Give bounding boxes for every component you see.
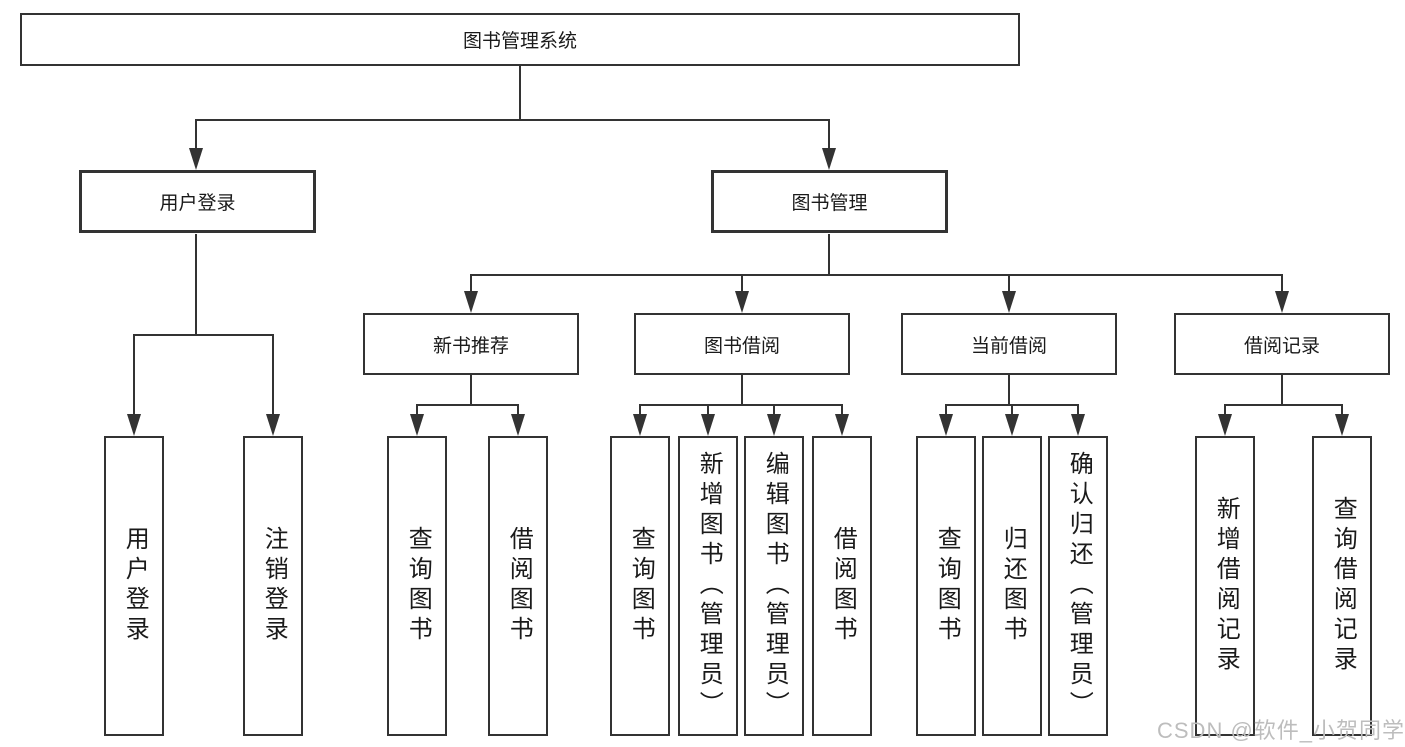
node-user-login: 用户登录	[79, 170, 316, 233]
leaf-borrow-books: 借阅图书	[812, 436, 872, 736]
leaf-user-login: 用户登录	[104, 436, 164, 736]
node-book-management: 图书管理	[711, 170, 948, 233]
leaf-label: 借阅图书	[505, 526, 533, 646]
node-label: 当前借阅	[970, 335, 1047, 357]
node-label: 图书管理	[791, 193, 868, 214]
arrowhead	[835, 414, 849, 436]
node-label: 新书推荐	[432, 335, 509, 357]
arrowhead	[1218, 414, 1232, 436]
leaf-label: 查询借阅记录	[1329, 496, 1357, 676]
arrowhead	[1005, 414, 1019, 436]
arrowhead	[1335, 414, 1349, 436]
arrowhead	[822, 148, 836, 170]
leaf-label: 新增图书（管理员）	[695, 451, 723, 721]
leaf-borrow-books-recommend: 借阅图书	[488, 436, 548, 736]
leaf-edit-book-admin: 编辑图书（管理员）	[744, 436, 804, 736]
leaf-logout: 注销登录	[243, 436, 303, 736]
leaf-label: 查询图书	[627, 526, 655, 646]
node-label: 图书管理系统	[462, 31, 577, 52]
node-label: 图书借阅	[703, 335, 780, 357]
leaf-label: 用户登录	[121, 526, 149, 646]
leaf-label: 查询图书	[933, 526, 961, 646]
arrowhead	[767, 414, 781, 436]
leaf-label: 注销登录	[260, 526, 288, 646]
leaf-label: 编辑图书（管理员）	[761, 451, 789, 721]
arrowhead	[1071, 414, 1085, 436]
connector-path	[133, 66, 1343, 416]
arrowhead	[464, 291, 478, 313]
node-library-system: 图书管理系统	[20, 13, 1020, 66]
arrowhead	[701, 414, 715, 436]
leaf-query-books-recommend: 查询图书	[387, 436, 447, 736]
leaf-return-books: 归还图书	[982, 436, 1042, 736]
csdn-watermark: CSDN @软件_小贺同学	[1157, 718, 1405, 743]
arrowhead	[1002, 291, 1016, 313]
node-label: 用户登录	[159, 193, 236, 214]
leaf-label: 归还图书	[999, 526, 1027, 646]
arrowhead	[511, 414, 525, 436]
arrowhead	[127, 414, 141, 436]
node-current-borrowing: 当前借阅	[901, 313, 1117, 375]
arrowhead	[1275, 291, 1289, 313]
arrowhead	[266, 414, 280, 436]
arrowhead	[735, 291, 749, 313]
node-book-borrowing: 图书借阅	[634, 313, 850, 375]
leaf-label: 查询图书	[404, 526, 432, 646]
leaf-label: 新增借阅记录	[1212, 496, 1240, 676]
leaf-add-book-admin: 新增图书（管理员）	[678, 436, 738, 736]
arrowhead	[410, 414, 424, 436]
arrowhead	[633, 414, 647, 436]
leaf-label: 确认归还（管理员）	[1065, 451, 1093, 721]
leaf-add-borrow-record: 新增借阅记录	[1195, 436, 1255, 736]
node-new-book-recommendation: 新书推荐	[363, 313, 579, 375]
node-borrowing-records: 借阅记录	[1174, 313, 1390, 375]
arrowhead	[939, 414, 953, 436]
leaf-confirm-return-admin: 确认归还（管理员）	[1048, 436, 1108, 736]
arrowhead	[189, 148, 203, 170]
leaf-query-books-borrow: 查询图书	[610, 436, 670, 736]
node-label: 借阅记录	[1243, 335, 1320, 357]
leaf-label: 借阅图书	[829, 526, 857, 646]
leaf-query-books-current: 查询图书	[916, 436, 976, 736]
leaf-query-borrow-record: 查询借阅记录	[1312, 436, 1372, 736]
